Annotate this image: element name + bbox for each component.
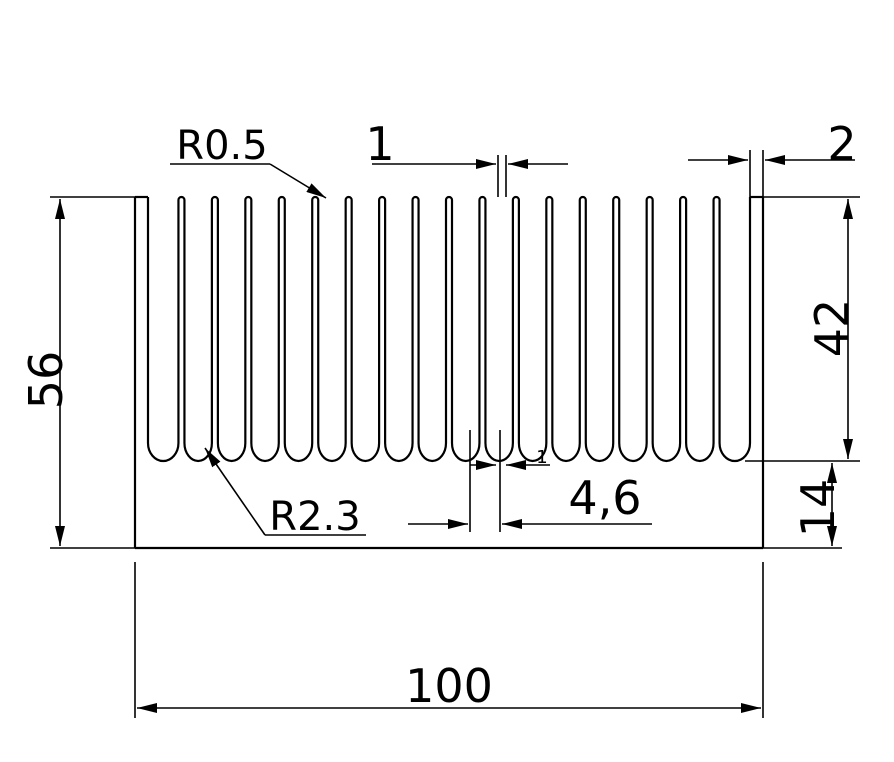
dimension-label-1: 1 — [365, 117, 394, 171]
dimension-label-100: 100 — [405, 659, 493, 713]
dimension-width-100: 100 — [134, 562, 764, 718]
dimension-label-42: 42 — [805, 299, 859, 358]
dimension-label-small-1: 1 — [536, 447, 547, 468]
callout-label-r05: R0.5 — [176, 123, 267, 169]
callout-label-r23: R2.3 — [269, 494, 360, 540]
dimension-label-4-6: 4,6 — [568, 471, 641, 525]
dimension-fin-thickness-1: 1 — [365, 117, 568, 197]
callout-root-radius: R2.3 — [204, 447, 366, 540]
heatsink-profile — [133, 195, 765, 550]
dimension-height-56: 56 — [19, 196, 135, 549]
dimension-label-2: 2 — [827, 117, 856, 171]
dimension-label-56: 56 — [19, 351, 73, 410]
dimension-small-gap-1: 1 — [470, 447, 550, 470]
dimension-base-height-14: 14 — [763, 463, 845, 549]
dimension-fin-height-42: 42 — [745, 196, 860, 462]
callout-tip-radius: R0.5 — [170, 123, 327, 199]
fin-profile-outline — [146, 195, 752, 463]
dimension-label-14: 14 — [791, 479, 845, 538]
dimension-edge-wall-2: 2 — [688, 117, 857, 197]
dimension-pitch-46: 4,6 — [408, 430, 652, 532]
